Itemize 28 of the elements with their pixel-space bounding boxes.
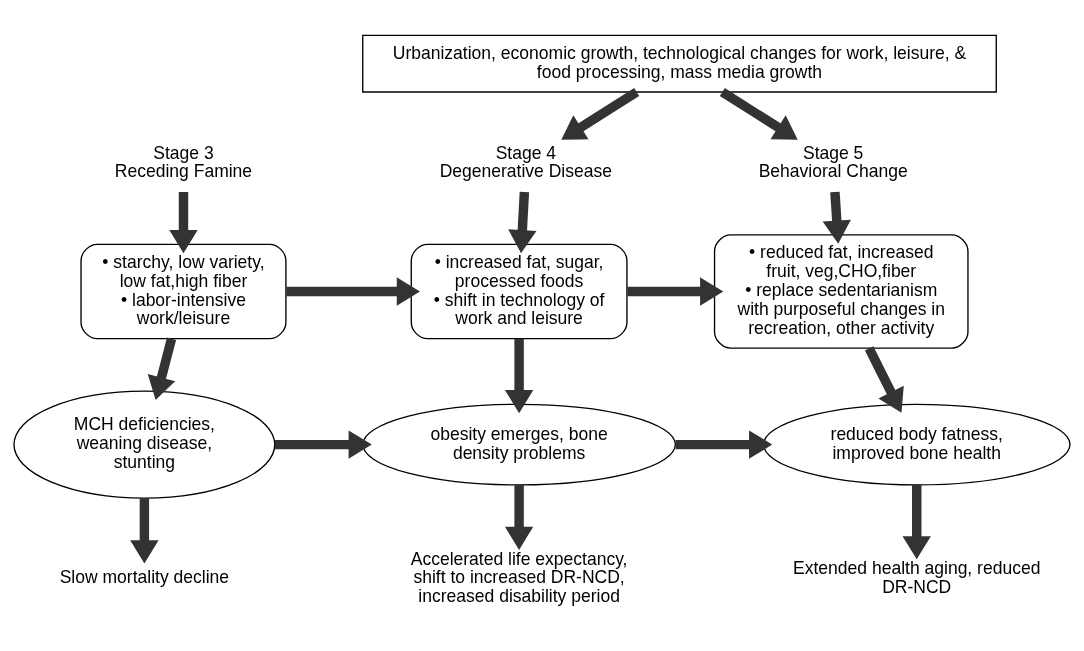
arrow [169, 191, 198, 253]
arrow [147, 337, 177, 400]
node-ellipse: reduced body fatness, improved bone health [762, 403, 1071, 486]
node-text: Extended health aging, reduced DR-NCD [793, 557, 1041, 597]
node-ellipse: MCH deficiencies, weaning disease, stunting [13, 389, 276, 499]
node-text: Stage 4 Degenerative Disease [439, 142, 613, 181]
arrow [275, 429, 372, 459]
arrow [864, 345, 904, 413]
arrow [902, 484, 931, 559]
arrow [508, 191, 537, 253]
node-text: Stage 5 Behavioral Change [758, 142, 908, 181]
arrow [504, 484, 534, 550]
node-box: • reduced fat, increased fruit, veg,CHO,fiber • replace sedentarianism with purposeful changes in recreation, other activity [713, 233, 969, 349]
node-box: Urbanization, economic growth, technological changes for work, leisure, & food processing, mass media growth [362, 34, 997, 93]
node-text: Accelerated life expectancy, shift to increased DR-NCD, increased disability period [410, 548, 628, 606]
node-text: Stage 3 Receding Famine [114, 142, 253, 181]
arrow [130, 497, 159, 563]
arrow [627, 276, 724, 306]
node-text: Slow mortality decline [59, 566, 230, 587]
arrow [504, 338, 534, 413]
arrow [822, 191, 851, 244]
arrow [675, 429, 773, 459]
arrow [561, 87, 640, 140]
arrow [286, 276, 420, 306]
node-box: • increased fat, sugar, processed foods • shift in technology of work and leisure [410, 243, 628, 339]
node-ellipse: obesity emerges, bone density problems [362, 403, 677, 486]
arrow [719, 87, 798, 140]
node-box: • starchy, low variety, low fat,high fiber • labor-intensive work/leisure [80, 243, 287, 339]
